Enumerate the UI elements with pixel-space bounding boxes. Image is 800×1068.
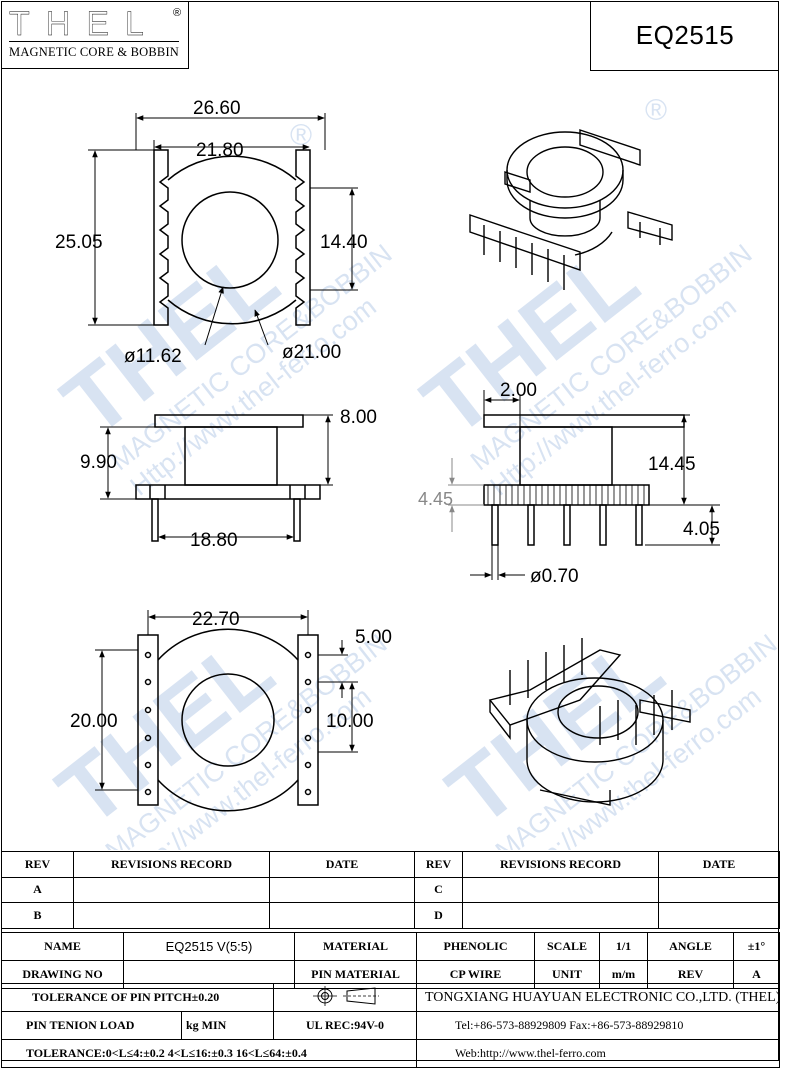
rev-id: C (414, 876, 463, 903)
rev-id: D (414, 902, 463, 929)
registered-mark: ® (173, 7, 182, 19)
top-view (88, 113, 358, 346)
company-row-3: TOLERANCE:0<L≤4:±0.2 4<L≤16:±0.3 16<L≤64… (1, 1039, 780, 1068)
watermark-registered: ® (290, 119, 312, 152)
dim-end-total-height: 14.45 (648, 454, 696, 475)
technical-drawing: THEL MAGNETIC CORE&BOBBIN Http://www.the… (40, 94, 783, 850)
dim-bore-diameter: ø11.62 (124, 346, 182, 367)
side-view (100, 414, 333, 542)
bottom-view (95, 610, 358, 812)
name-label: NAME (1, 932, 124, 961)
brand-logo: THEL (9, 5, 160, 43)
revision-row: A C (1, 876, 780, 903)
angle-value: ±1° (733, 932, 780, 961)
dim-bottom-height: 20.00 (70, 711, 118, 732)
dim-end-base-height: 4.45 (418, 489, 453, 509)
dim-top-inner-width: 21.80 (196, 140, 244, 161)
pin-tension-unit: kg MIN (181, 1011, 274, 1040)
dim-side-body-height: 9.90 (80, 452, 117, 473)
dim-pin-diameter: ø0.70 (530, 566, 579, 587)
isometric-top-view (469, 129, 673, 290)
dim-side-top-height: 8.00 (340, 407, 377, 428)
name-value: EQ2515 V(5:5) (123, 932, 295, 961)
phone-fax: Tel:+86-573-88929809 Fax:+86-573-8892981… (416, 1011, 780, 1040)
material-label: MATERIAL (294, 932, 417, 961)
dim-flange-diameter: ø21.00 (282, 342, 341, 363)
dim-bottom-pin-pitch: 5.00 (355, 627, 392, 648)
date-header: DATE (269, 851, 415, 878)
dim-bottom-pin-span: 10.00 (326, 711, 374, 732)
title-block-company: TOLERANCE OF PIN PITCH±0.20 TONGXIANG HU… (1, 983, 780, 1068)
material-value: PHENOLIC (416, 932, 535, 961)
dim-end-pin-length: 4.05 (683, 519, 720, 540)
dim-top-height: 25.05 (55, 232, 103, 253)
pitch-tolerance: TOLERANCE OF PIN PITCH±0.20 (1, 983, 274, 1012)
angle-label: ANGLE (647, 932, 734, 961)
model-code: EQ2515 (635, 20, 735, 50)
scale-label: SCALE (534, 932, 600, 961)
pin-tension-label: PIN TENION LOAD (1, 1011, 182, 1040)
company-row-2: PIN TENION LOAD kg MIN UL REC:94V-0 Tel:… (1, 1011, 780, 1040)
dim-top-pin-span: 14.40 (320, 232, 368, 253)
revision-header-row: REV REVISIONS RECORD DATE REV REVISIONS … (1, 851, 780, 878)
dim-top-overall-width: 26.60 (193, 98, 241, 119)
rev-id: A (1, 876, 74, 903)
projection-symbol (273, 983, 417, 1012)
revisions-record-header: REVISIONS RECORD (462, 851, 659, 878)
end-view (448, 390, 720, 580)
tolerance-ranges: TOLERANCE:0<L≤4:±0.2 4<L≤16:±0.3 16<L≤64… (1, 1039, 417, 1068)
logo-box: THEL ® MAGNETIC CORE & BOBBIN (1, 1, 189, 69)
dim-end-top-offset: 2.00 (500, 380, 537, 401)
dim-bottom-width: 22.70 (192, 609, 240, 630)
ul-rec: UL REC:94V-0 (273, 1011, 417, 1040)
first-angle-projection-icon (313, 985, 379, 1006)
rev-id: B (1, 902, 74, 929)
company-row-1: TOLERANCE OF PIN PITCH±0.20 TONGXIANG HU… (1, 983, 780, 1012)
revision-row: B D (1, 902, 780, 929)
dim-side-pin-span: 18.80 (190, 530, 238, 551)
rev-header: REV (1, 851, 74, 878)
spec-row-1: NAME EQ2515 V(5:5) MATERIAL PHENOLIC SCA… (1, 932, 780, 961)
scale-value: 1/1 (599, 932, 648, 961)
website: Web:http://www.thel-ferro.com (416, 1039, 780, 1068)
revisions-record-header: REVISIONS RECORD (73, 851, 270, 878)
rev-header: REV (414, 851, 463, 878)
logo-divider (9, 41, 179, 42)
isometric-bottom-view (488, 638, 691, 806)
date-header: DATE (658, 851, 780, 878)
company-name: TONGXIANG HUAYUAN ELECTRONIC CO.,LTD. (T… (416, 983, 780, 1012)
title-block-specs: NAME EQ2515 V(5:5) MATERIAL PHENOLIC SCA… (1, 932, 780, 989)
watermark-registered: ® (645, 94, 667, 127)
brand-subtitle: MAGNETIC CORE & BOBBIN (9, 45, 180, 59)
model-box: EQ2515 (590, 1, 779, 71)
title-block: REV REVISIONS RECORD DATE REV REVISIONS … (1, 851, 780, 929)
